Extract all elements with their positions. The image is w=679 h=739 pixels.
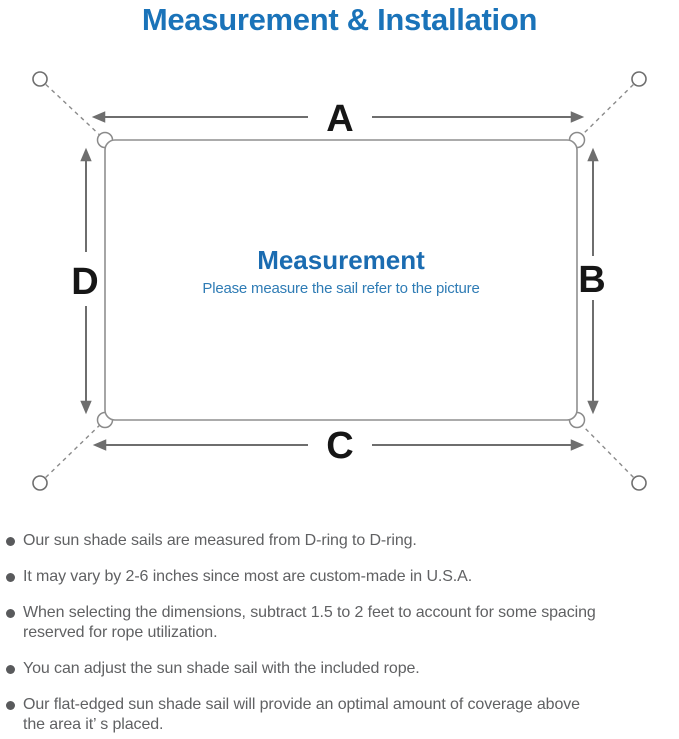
note-line: the area it’ s placed. [23,716,164,733]
dimension-label-b: B [578,259,605,301]
note-line: Our sun shade sails are measured from D-… [23,532,417,549]
diagram-center-subtitle: Please measure the sail refer to the pic… [202,280,479,297]
rope-line-bottom-right [576,419,640,484]
bullet-dot-icon [6,701,15,710]
bullet-dot-icon [6,609,15,618]
list-item: When selecting the dimensions, subtract … [6,603,677,643]
note-line: Our flat-edged sun shade sail will provi… [23,696,580,713]
page-title: Measurement & Installation [141,2,538,37]
anchor-point-icon-top-left [32,71,48,87]
bullet-dot-icon [6,537,15,546]
anchor-point-icon-top-right [631,71,647,87]
rope-line-top-left [39,78,106,141]
dimension-label-c: C [326,425,353,467]
note-line: It may vary by 2-6 inches since most are… [23,568,473,585]
list-item: It may vary by 2-6 inches since most are… [6,567,677,587]
diagram-center-title: Measurement [257,245,425,275]
note-line: You can adjust the sun shade sail with t… [23,660,420,677]
list-item: Our flat-edged sun shade sail will provi… [6,695,677,735]
shade-sail-outline [104,139,578,421]
sail-measurement-diagram: A B C D Measurement Please measure the s… [32,71,647,491]
note-line: reserved for rope utilization. [23,624,218,641]
rope-line-bottom-left [39,419,106,484]
notes-list: Our sun shade sails are measured from D-… [6,531,677,739]
bullet-dot-icon [6,665,15,674]
bullet-dot-icon [6,573,15,582]
anchor-point-icon-bottom-left [32,475,48,491]
rope-line-top-right [576,78,640,141]
list-item: Our sun shade sails are measured from D-… [6,531,677,551]
note-line: When selecting the dimensions, subtract … [23,604,596,621]
dimension-label-d: D [71,261,98,303]
anchor-point-icon-bottom-right [631,475,647,491]
list-item: You can adjust the sun shade sail with t… [6,659,677,679]
dimension-label-a: A [326,98,353,140]
